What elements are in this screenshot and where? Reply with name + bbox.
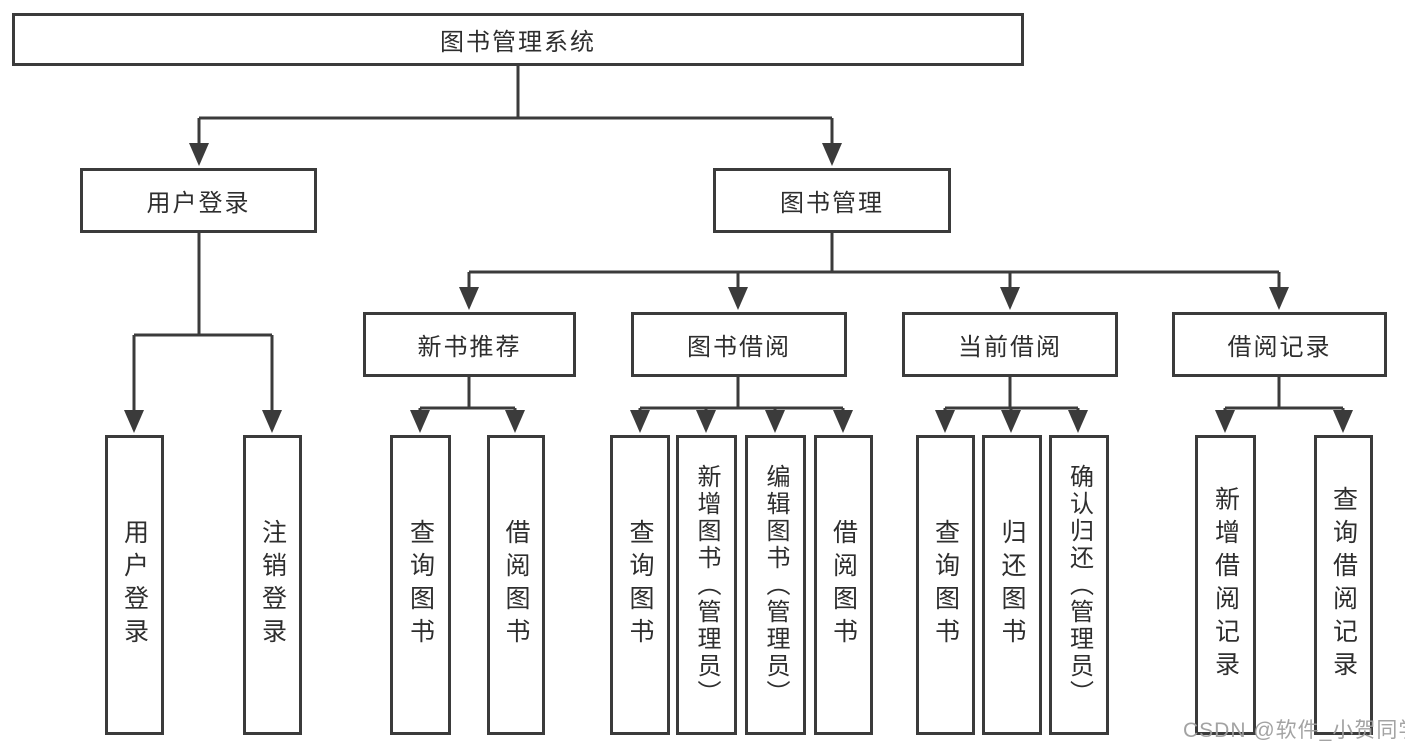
leaf-query-borrow-record: 查询借阅记录 <box>1314 435 1373 735</box>
node-label: 用户登录 <box>146 190 251 217</box>
node-root-system: 图书管理系统 <box>12 13 1024 66</box>
node-user-login: 用户登录 <box>80 168 317 233</box>
leaf-label: 查询图书 <box>626 519 654 651</box>
node-book-borrowing: 图书借阅 <box>631 312 847 377</box>
leaf-label: 查询借阅记录 <box>1329 486 1358 684</box>
leaf-label: 确认归还（管理员） <box>1065 463 1093 707</box>
node-current-borrowing: 当前借阅 <box>902 312 1118 377</box>
leaf-label: 注销登录 <box>258 519 287 651</box>
arrowheads <box>124 143 1353 433</box>
node-label: 图书管理 <box>780 190 884 217</box>
node-book-management: 图书管理 <box>713 168 951 233</box>
leaf-label: 用户登录 <box>120 519 149 651</box>
leaf-label: 查询图书 <box>931 519 960 651</box>
node-label: 图书借阅 <box>687 334 791 361</box>
leaf-query-books-current: 查询图书 <box>916 435 975 735</box>
leaf-label: 借阅图书 <box>502 519 530 651</box>
leaf-label: 编辑图书（管理员） <box>762 463 789 707</box>
csdn-watermark: CSDN @软件_小贺同学 <box>1183 719 1405 742</box>
leaf-label: 借阅图书 <box>829 519 858 651</box>
node-label: 图书管理系统 <box>440 29 596 56</box>
leaf-borrow-books-recommend: 借阅图书 <box>487 435 545 735</box>
leaf-query-books-recommend: 查询图书 <box>390 435 451 735</box>
node-label: 当前借阅 <box>958 334 1062 361</box>
leaf-borrow-books-borrowing: 借阅图书 <box>814 435 873 735</box>
leaf-label: 查询图书 <box>406 519 435 651</box>
leaf-add-borrow-record: 新增借阅记录 <box>1195 435 1256 735</box>
node-label: 新书推荐 <box>417 334 522 361</box>
node-borrowing-records: 借阅记录 <box>1172 312 1387 377</box>
node-label: 借阅记录 <box>1227 334 1332 361</box>
leaf-query-books-borrowing: 查询图书 <box>610 435 670 735</box>
leaf-add-books-admin: 新增图书（管理员） <box>676 435 737 735</box>
leaf-user-login: 用户登录 <box>105 435 164 735</box>
leaf-edit-books-admin: 编辑图书（管理员） <box>745 435 806 735</box>
leaf-label: 归还图书 <box>998 519 1026 651</box>
leaf-label: 新增借阅记录 <box>1211 486 1240 684</box>
leaf-label: 新增图书（管理员） <box>693 463 720 707</box>
leaf-confirm-return-admin: 确认归还（管理员） <box>1049 435 1109 735</box>
node-new-book-recommend: 新书推荐 <box>363 312 576 377</box>
leaf-return-books: 归还图书 <box>982 435 1042 735</box>
leaf-logout: 注销登录 <box>243 435 302 735</box>
